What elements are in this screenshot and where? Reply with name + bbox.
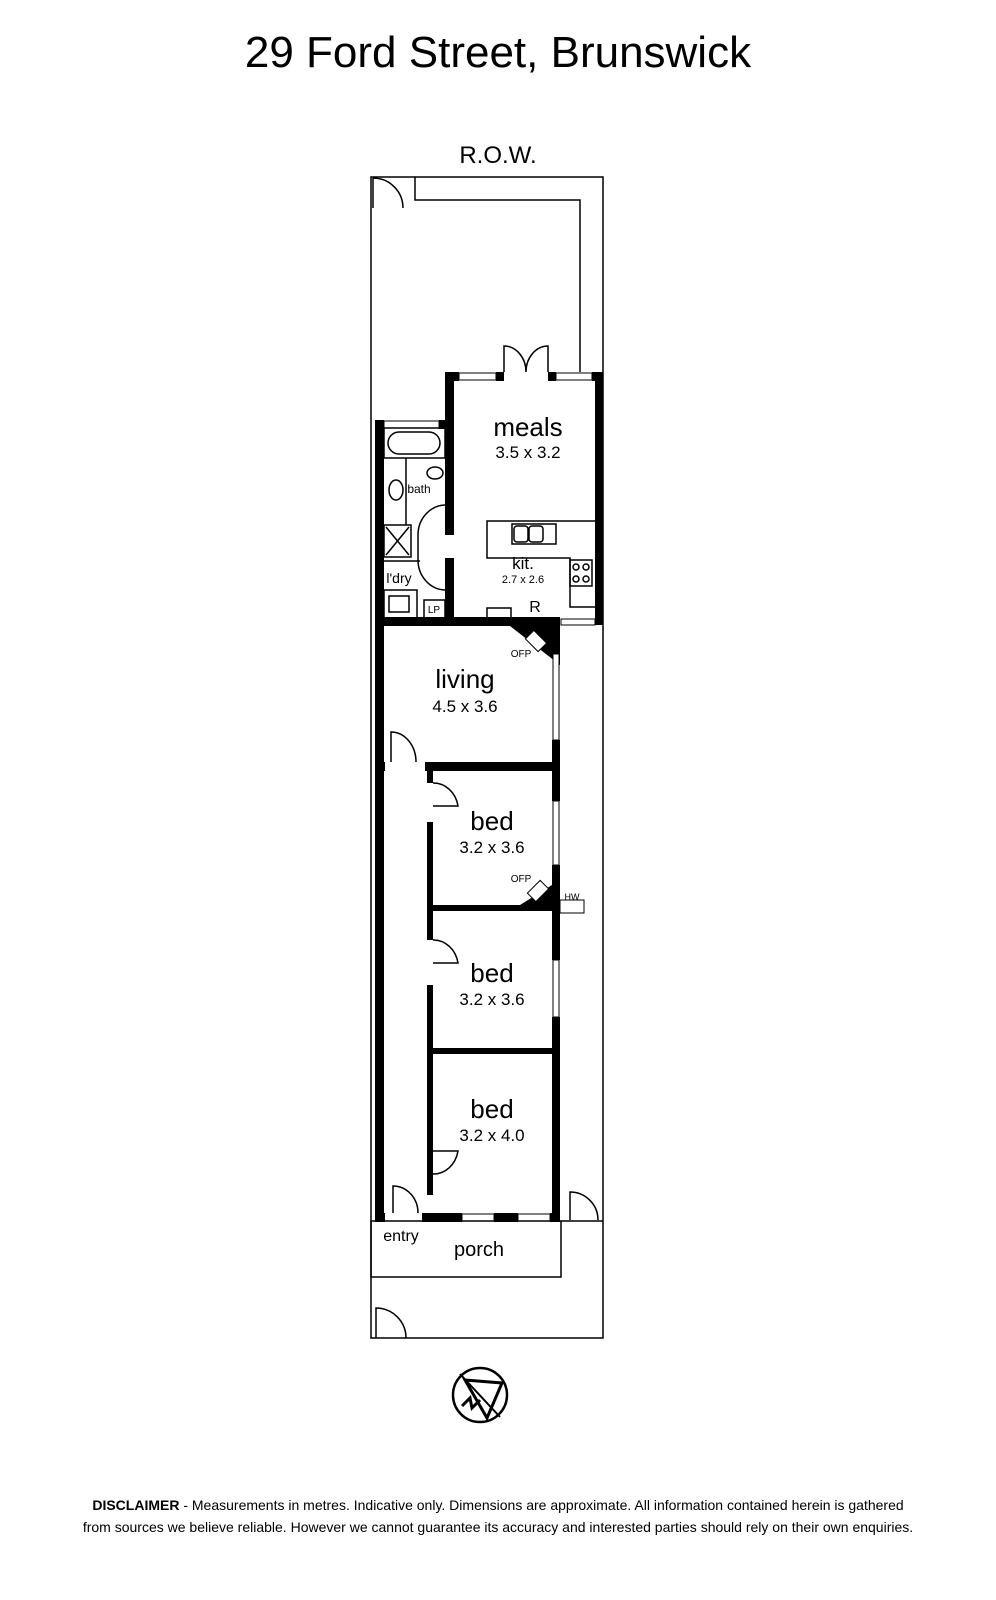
disclaimer: DISCLAIMER - Measurements in metres. Ind… (0, 1494, 996, 1538)
lp-label: LP (428, 605, 441, 616)
meals-dims: 3.5 x 3.2 (495, 443, 560, 462)
lot-boundary (370, 176, 604, 1339)
bed1-name: bed (470, 806, 513, 836)
ofp-label-bed: OFP (511, 874, 532, 885)
bed3-dims: 3.2 x 4.0 (459, 1126, 524, 1145)
hw-label: HW (565, 892, 580, 902)
ofp-label-living: OFP (511, 649, 532, 660)
bedroom-doors (432, 782, 459, 1175)
side-gate-door (569, 1191, 599, 1221)
meals-walls (445, 372, 603, 625)
bath-label: bath (407, 482, 430, 496)
bedroom-walls (375, 771, 585, 1222)
bath-walls (375, 420, 447, 1220)
kitchen-dims: 2.7 x 2.6 (502, 574, 544, 586)
gate-door (372, 177, 404, 209)
porch-outline (370, 1220, 562, 1278)
disclaimer-line2: from sources we believe reliable. Howeve… (82, 1519, 914, 1535)
meals-name: meals (493, 412, 562, 442)
living-walls (375, 617, 596, 771)
entry-label: entry (383, 1228, 419, 1245)
laundry-label: l'dry (386, 570, 411, 586)
french-doors (503, 345, 549, 373)
bed3-name: bed (470, 1094, 513, 1124)
disclaimer-line1: - Measurements in metres. Indicative onl… (179, 1497, 904, 1513)
living-name: living (435, 664, 494, 694)
page-title: 29 Ford Street, Brunswick (244, 28, 752, 77)
fridge-label: R (529, 599, 541, 616)
disclaimer-label: DISCLAIMER (92, 1497, 180, 1513)
bed2-dims: 3.2 x 3.6 (459, 990, 524, 1009)
bed1-dims: 3.2 x 3.6 (459, 838, 524, 857)
front-gate-door (375, 1307, 407, 1339)
kitchen-name: kit. (512, 554, 534, 573)
entry-door (392, 1185, 419, 1214)
kitchen-bench (486, 520, 595, 621)
row-label: R.O.W. (459, 142, 537, 169)
north-arrow-icon (451, 1366, 509, 1424)
bed2-name: bed (470, 958, 513, 988)
porch-label: porch (454, 1239, 504, 1261)
living-dims: 4.5 x 3.6 (432, 697, 497, 716)
living-door (390, 731, 417, 763)
courtyard-line (414, 177, 581, 372)
